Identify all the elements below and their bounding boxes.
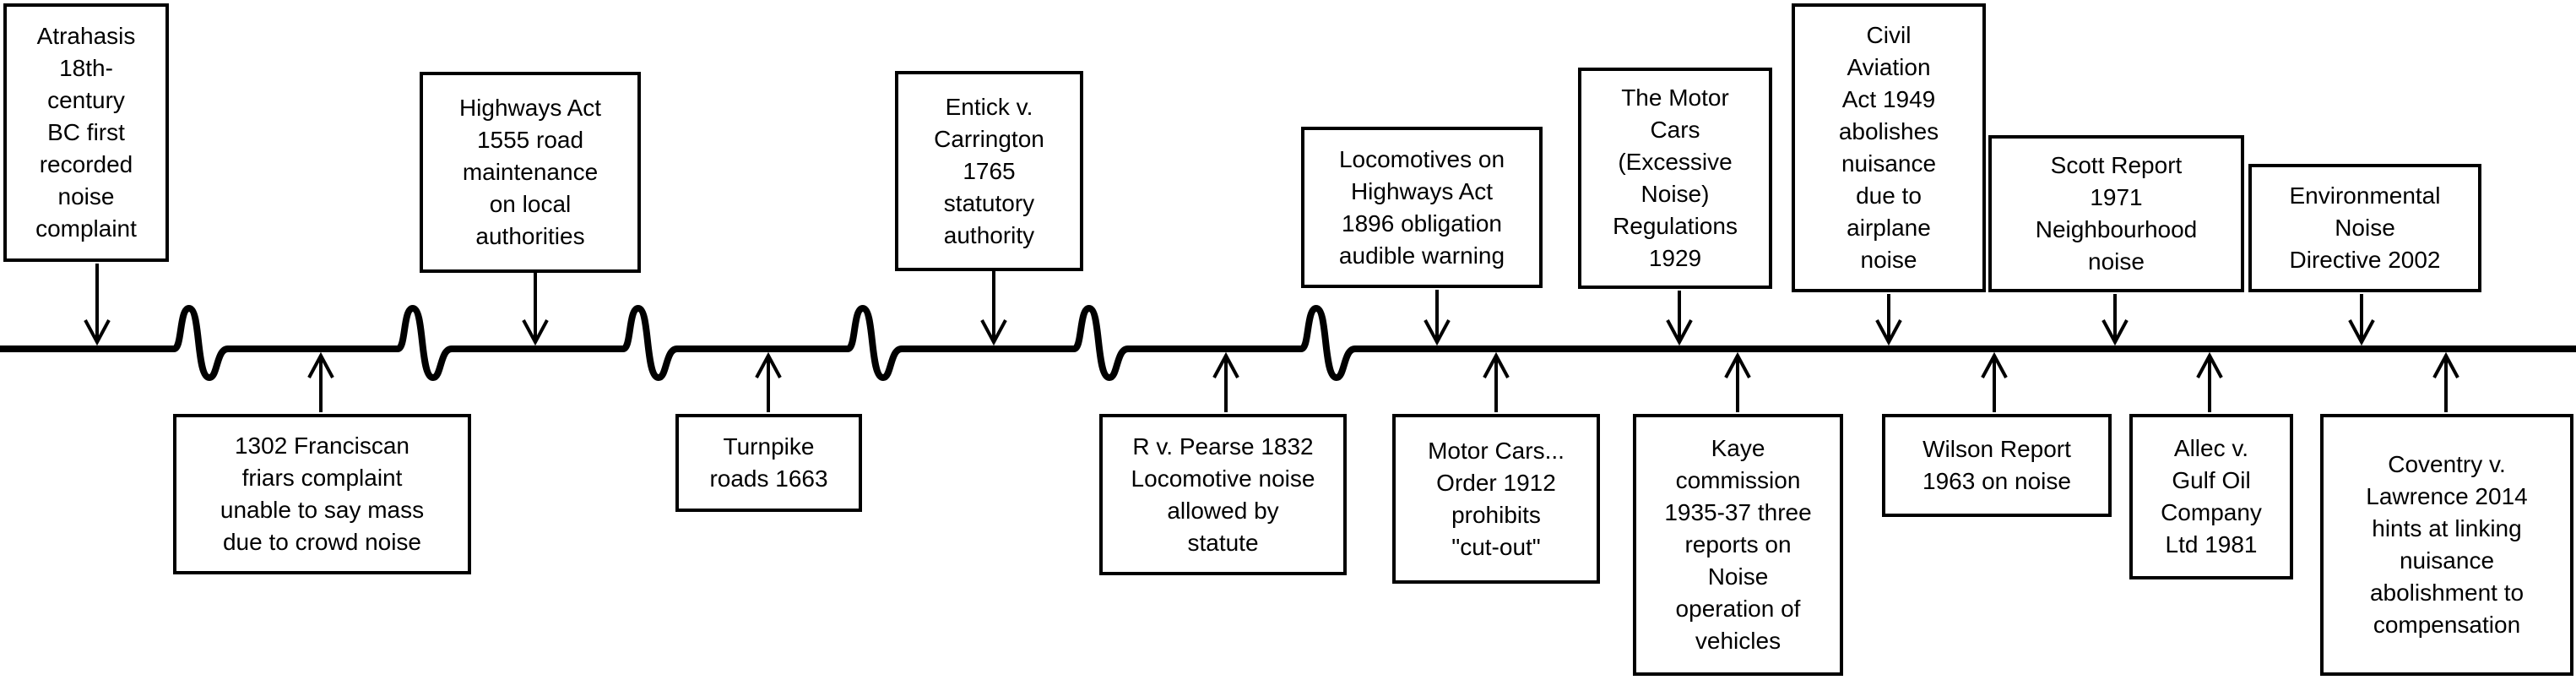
arrowhead (1724, 351, 1751, 378)
arrowhead (1424, 319, 1451, 346)
arrowhead (307, 351, 334, 378)
event-environmental-noise-directive: Environmental Noise Directive 2002 (2248, 164, 2481, 292)
arrowhead (1212, 351, 1239, 378)
event-wilson-report: Wilson Report 1963 on noise (1882, 414, 2112, 517)
arrowhead (1981, 351, 2008, 378)
event-motor-cars-order-1912: Motor Cars... Order 1912 prohibits "cut-… (1392, 414, 1600, 584)
arrowhead (2196, 351, 2223, 378)
event-scott-report: Scott Report 1971 Neighbourhood noise (1988, 135, 2244, 292)
arrowhead (522, 319, 549, 346)
event-allec-v-gulf-oil: Allec v. Gulf Oil Company Ltd 1981 (2129, 414, 2293, 579)
arrowhead (2348, 319, 2375, 346)
event-turnpike-roads: Turnpike roads 1663 (675, 414, 862, 512)
arrowhead (1483, 351, 1510, 378)
arrowhead (2101, 319, 2129, 346)
timeline-axis (0, 305, 2576, 381)
arrowhead (2432, 351, 2459, 378)
event-atrahasis: Atrahasis 18th- century BC first recorde… (3, 3, 169, 262)
arrowhead (1666, 319, 1693, 346)
event-entick-v-carrington: Entick v. Carrington 1765 statutory auth… (895, 71, 1083, 271)
arrowhead (980, 319, 1007, 346)
event-locomotives-highways-act: Locomotives on Highways Act 1896 obligat… (1301, 127, 1543, 288)
event-r-v-pearse: R v. Pearse 1832 Locomotive noise allowe… (1099, 414, 1347, 575)
event-kaye-commission: Kaye commission 1935-37 three reports on… (1633, 414, 1843, 676)
event-motor-cars-regulations: The Motor Cars (Excessive Noise) Regulat… (1578, 68, 1772, 289)
arrowhead (755, 351, 782, 378)
arrowhead (84, 319, 111, 346)
event-franciscan-friars: 1302 Franciscan friars complaint unable … (173, 414, 471, 574)
arrowhead (1875, 319, 1902, 346)
event-civil-aviation-act: Civil Aviation Act 1949 abolishes nuisan… (1792, 3, 1986, 292)
connector-arrows (84, 264, 2459, 412)
event-coventry-v-lawrence: Coventry v. Lawrence 2014 hints at linki… (2320, 414, 2573, 676)
event-highways-act-1555: Highways Act 1555 road maintenance on lo… (420, 72, 641, 273)
